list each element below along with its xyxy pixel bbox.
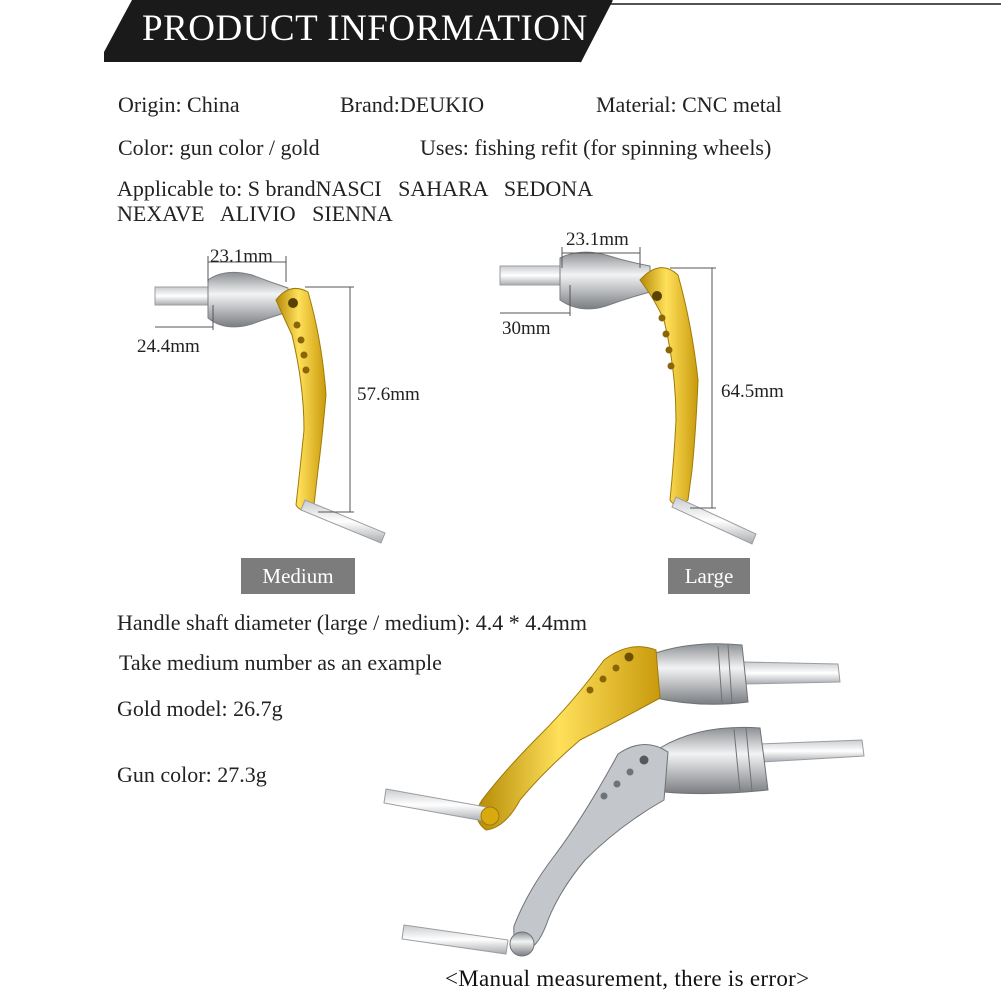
spec-origin: Origin: China bbox=[118, 92, 240, 117]
gold-handle-photo bbox=[383, 643, 841, 831]
large-shaft-length: 30mm bbox=[502, 318, 551, 339]
spec-applicable-line1: Applicable to: S brandNASCI SAHARA SEDON… bbox=[117, 176, 594, 201]
large-knob-width: 23.1mm bbox=[566, 229, 629, 250]
measurement-disclaimer: <Manual measurement, there is error> bbox=[445, 966, 810, 991]
spec-applicable-line2: NEXAVE ALIVIO SIENNA bbox=[117, 201, 393, 226]
page-title: PRODUCT INFORMATION bbox=[142, 8, 588, 49]
medium-shaft-length: 24.4mm bbox=[137, 336, 200, 357]
gun-color-handle-photo bbox=[401, 726, 865, 957]
spec-material: Material: CNC metal bbox=[596, 92, 782, 117]
header-banner: PRODUCT INFORMATION bbox=[0, 0, 1001, 63]
gun-weight-note: Gun color: 27.3g bbox=[117, 762, 267, 787]
medium-arm-length: 57.6mm bbox=[357, 384, 420, 405]
example-note: Take medium number as an example bbox=[119, 650, 442, 675]
large-arm-length: 64.5mm bbox=[721, 381, 784, 402]
banner-background bbox=[104, 0, 1001, 63]
spec-uses: Uses: fishing refit (for spinning wheels… bbox=[420, 135, 772, 160]
medium-size-tag: Medium bbox=[241, 558, 355, 594]
spec-brand: Brand:DEUKIO bbox=[340, 92, 485, 117]
spec-color: Color: gun color / gold bbox=[118, 135, 320, 160]
medium-knob-width: 23.1mm bbox=[210, 246, 273, 267]
gold-weight-note: Gold model: 26.7g bbox=[117, 696, 283, 721]
large-size-tag: Large bbox=[668, 558, 750, 594]
shaft-diameter-note: Handle shaft diameter (large / medium): … bbox=[117, 610, 588, 635]
